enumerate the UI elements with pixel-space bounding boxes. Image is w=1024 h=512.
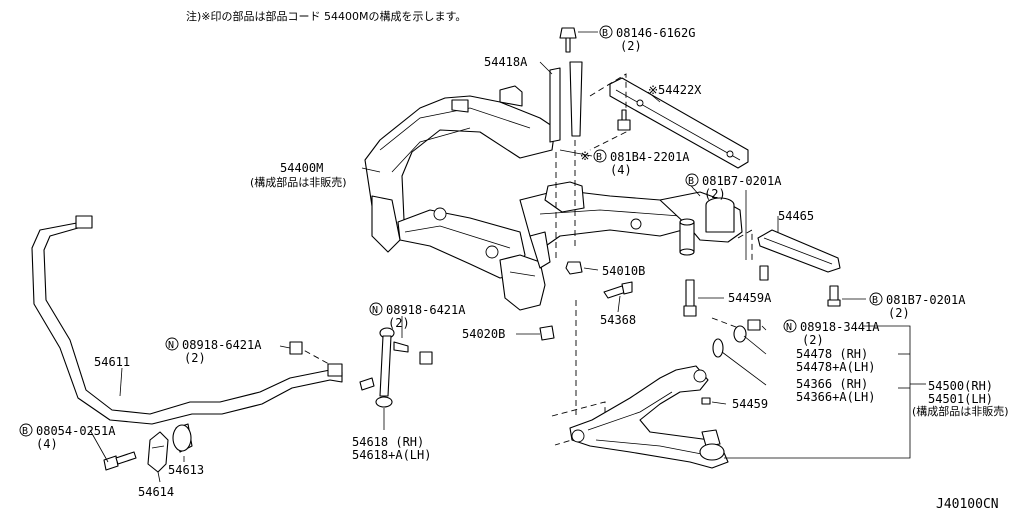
label-081b7-0201a-lower: 081B7-0201A: [886, 293, 966, 307]
label-081b7-0201a-upper: 081B7-0201A: [702, 174, 782, 188]
label-54465: 54465: [778, 209, 814, 223]
label-081b4-2201a: 081B4-2201A: [610, 150, 690, 164]
label-54366-lh: 54366+A(LH): [796, 390, 875, 404]
label-54366-rh: 54366 (RH): [796, 377, 868, 391]
label-54478-rh: 54478 (RH): [796, 347, 868, 361]
label-54614: 54614: [138, 485, 174, 499]
svg-text:(2): (2): [620, 39, 642, 53]
leader-lines: [89, 31, 926, 483]
label-54618-lh: 54618+A(LH): [352, 448, 431, 462]
label-08918-6421a-left: 08918-6421A: [182, 338, 262, 352]
label-54459: 54459: [732, 397, 768, 411]
label-54368: 54368: [600, 313, 636, 327]
label-08146-6162g: 08146-6162G: [616, 26, 695, 40]
label-54500-rh: 54500(RH): [928, 379, 993, 393]
stay-54465[interactable]: [757, 229, 841, 273]
front-suspension-member[interactable]: [364, 85, 743, 311]
label-54478-lh: 54478+A(LH): [796, 360, 875, 374]
clamp-54614[interactable]: [147, 431, 169, 473]
hardware: [103, 27, 841, 471]
label-54613: 54613: [168, 463, 204, 477]
label-54422x: ※54422X: [648, 83, 702, 97]
svg-text:※: ※: [580, 149, 590, 163]
label-08918-3441a: 08918-3441A: [800, 320, 880, 334]
cross-member-54422x[interactable]: [609, 77, 749, 169]
bushing-54613[interactable]: [172, 423, 193, 453]
stabilizer-bar-54611[interactable]: [31, 215, 343, 425]
label-54611: 54611: [94, 355, 130, 369]
label-54618-rh: 54618 (RH): [352, 435, 424, 449]
label-08918-6421a-right: 08918-6421A: [386, 303, 466, 317]
svg-text:(2): (2): [888, 306, 910, 320]
svg-text:B: B: [602, 28, 608, 39]
svg-text:(2): (2): [388, 316, 410, 330]
labels: B 08146-6162G (2) 54418A ※54422X ※ B 081…: [19, 25, 1009, 512]
svg-text:(構成部品は非販売): (構成部品は非販売): [250, 175, 347, 189]
lower-control-arm[interactable]: [569, 365, 729, 469]
svg-text:N: N: [786, 322, 792, 333]
svg-text:(2): (2): [184, 351, 206, 365]
svg-text:N: N: [372, 305, 378, 316]
svg-text:(4): (4): [610, 163, 632, 177]
label-54418a: 54418A: [484, 55, 528, 69]
label-08054-0251a: 08054-0251A: [36, 424, 116, 438]
svg-text:(2): (2): [802, 333, 824, 347]
svg-text:(構成部品は非販売): (構成部品は非販売): [912, 404, 1009, 418]
svg-text:N: N: [168, 340, 174, 351]
header-note: 注)※印の部品は部品コード 54400Mの構成を示します。: [186, 9, 466, 23]
svg-text:(4): (4): [36, 437, 58, 451]
svg-text:B: B: [22, 426, 28, 437]
diagram-reference: J40100CN: [936, 497, 999, 512]
svg-text:(2): (2): [704, 187, 726, 201]
svg-text:B: B: [872, 295, 878, 306]
label-54459a: 54459A: [728, 291, 772, 305]
label-54400m: 54400M: [280, 161, 323, 175]
svg-text:B: B: [596, 152, 602, 163]
label-54010b: 54010B: [602, 264, 645, 278]
connecting-rod-54618[interactable]: [375, 327, 409, 408]
label-54020b: 54020B: [462, 327, 505, 341]
svg-text:B: B: [688, 176, 694, 187]
label-54501-lh: 54501(LH): [928, 392, 993, 406]
